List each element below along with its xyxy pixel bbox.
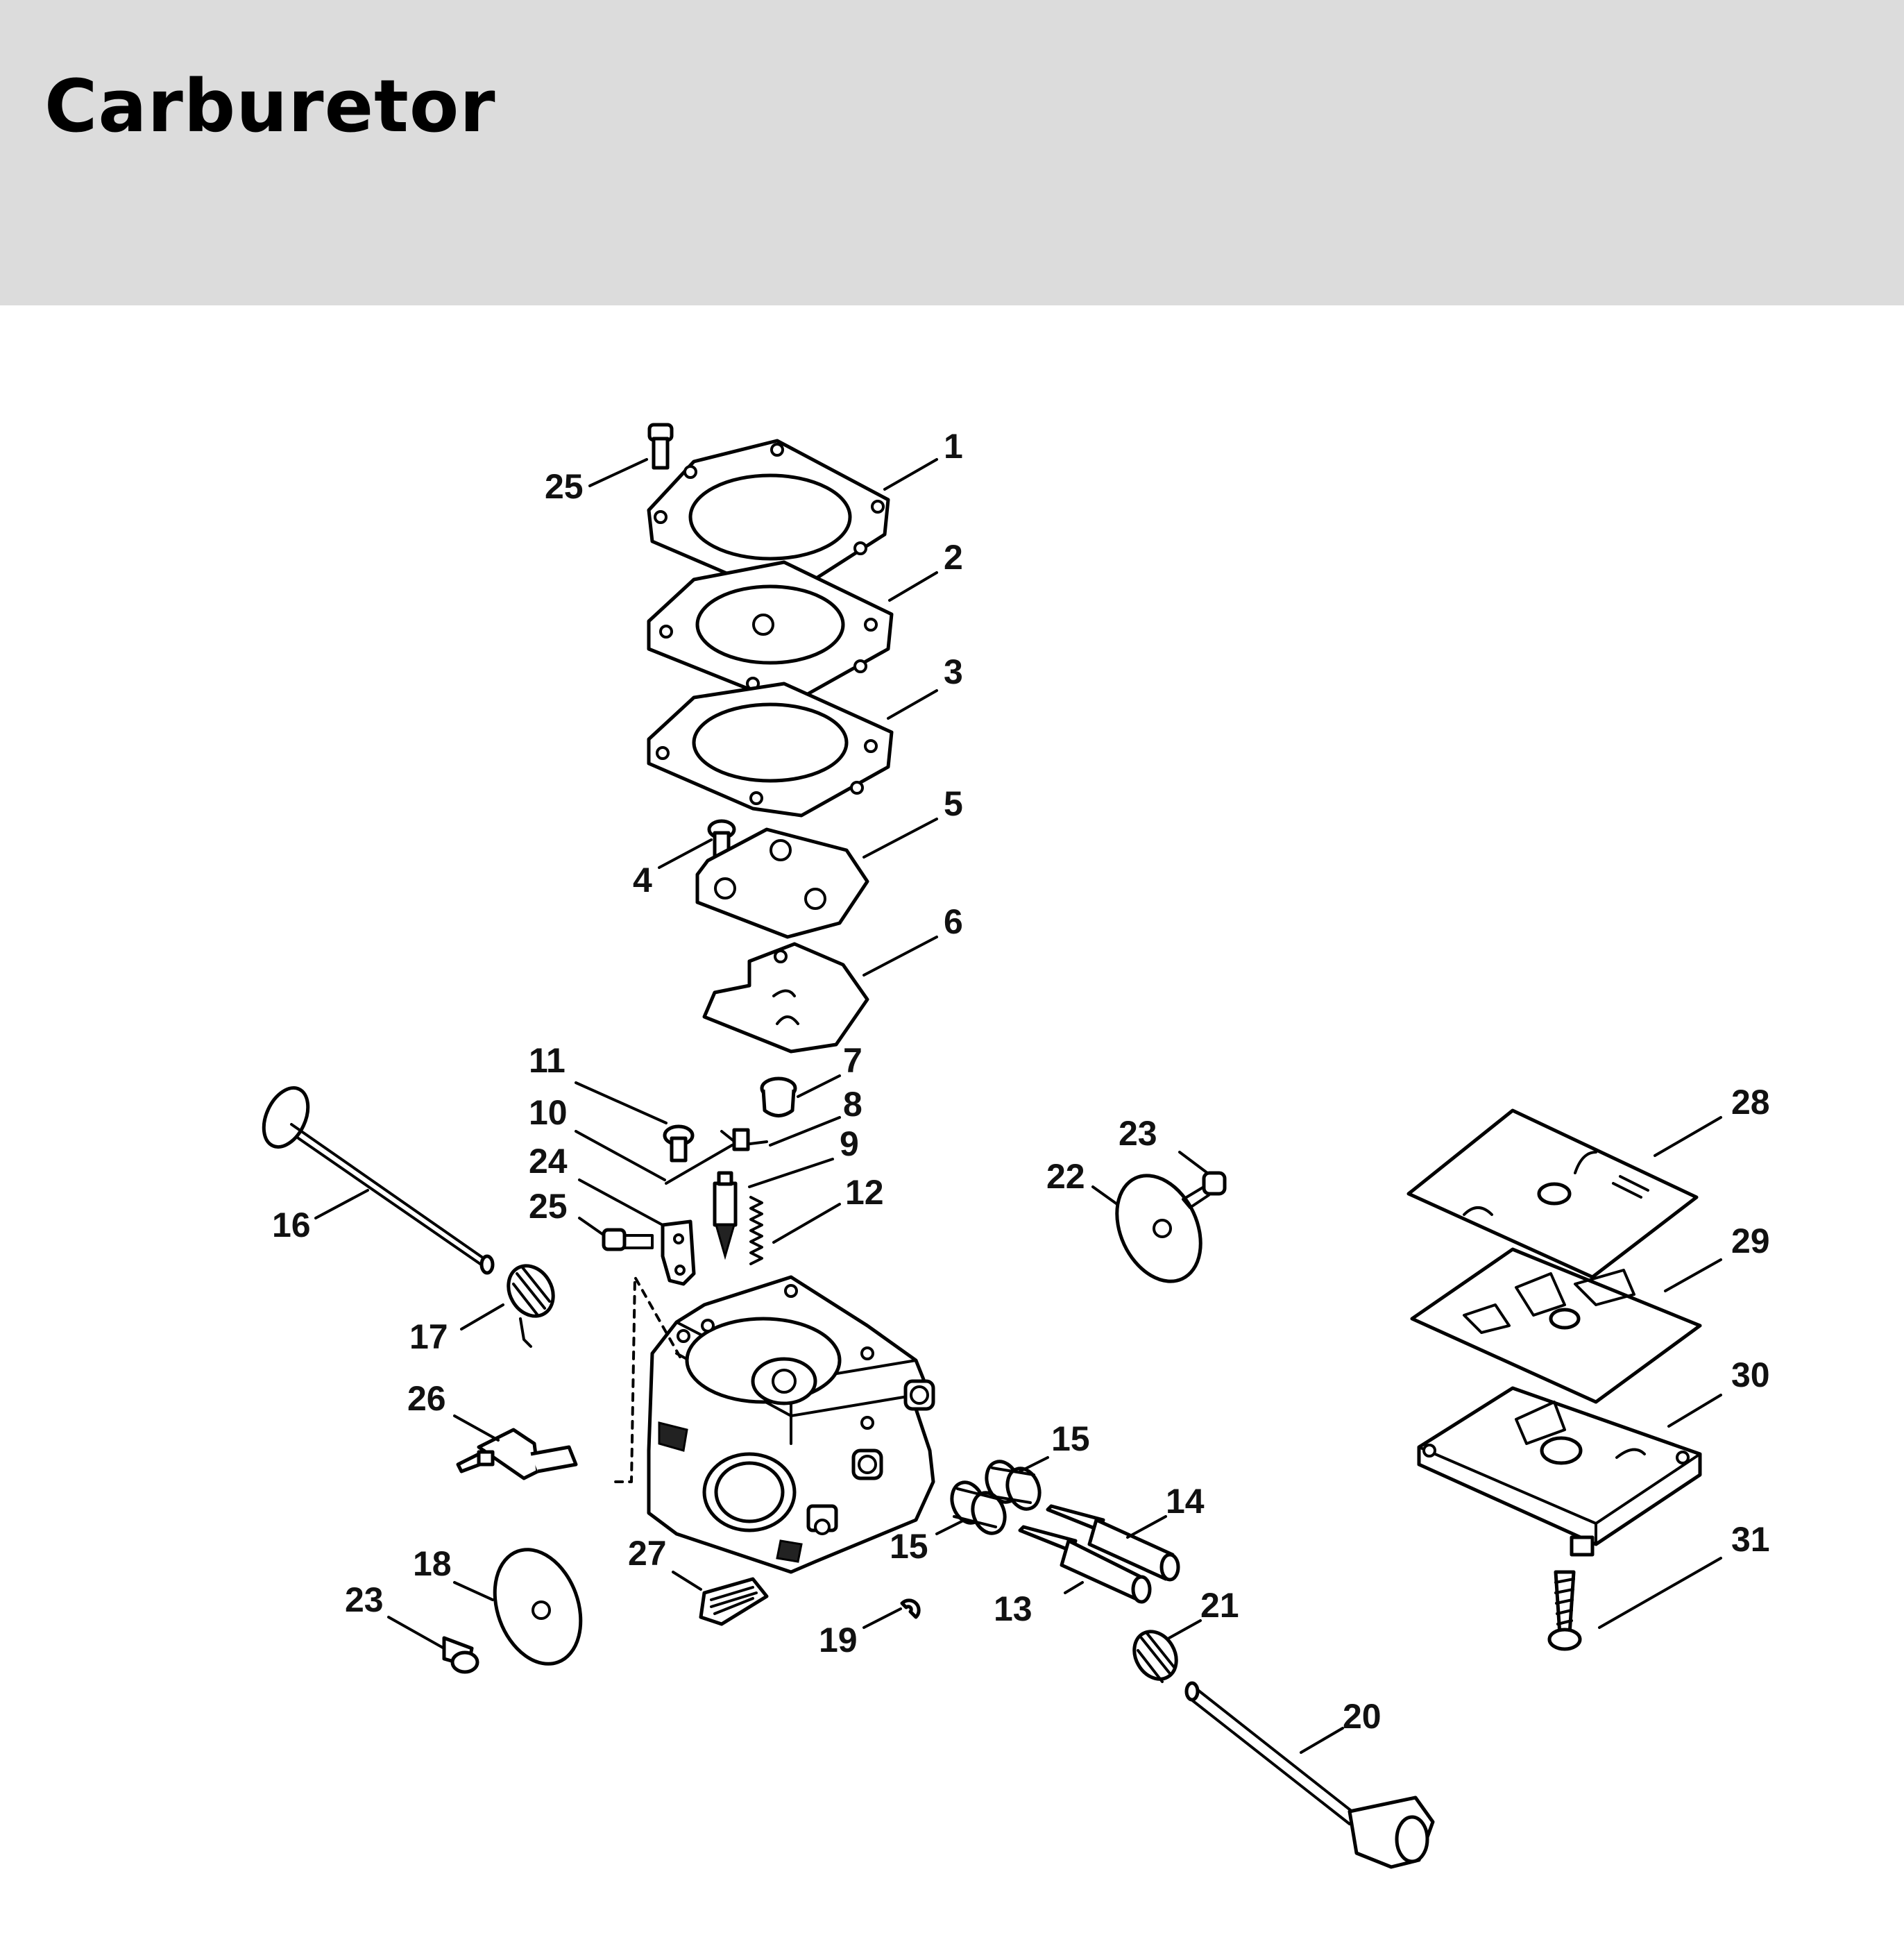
label-part-10: 10	[529, 1093, 568, 1132]
part-6-plate	[702, 942, 869, 1054]
label-part-26: 26	[407, 1379, 446, 1418]
label-part-15a: 15	[1051, 1419, 1090, 1458]
part-23-screw-upper	[1182, 1171, 1227, 1209]
part-23-screw-lower	[442, 1636, 479, 1674]
label-part-20: 20	[1343, 1697, 1382, 1736]
label-part-7: 7	[843, 1041, 862, 1080]
part-9-inlet-needle	[713, 1171, 738, 1260]
label-part-9: 9	[840, 1124, 859, 1163]
part-26-fitting	[456, 1428, 578, 1480]
part-7-cap	[760, 1076, 797, 1117]
label-part-8: 8	[843, 1085, 862, 1124]
label-part-25a: 25	[545, 467, 584, 506]
part-5-plate	[695, 827, 869, 939]
label-part-28: 28	[1731, 1083, 1770, 1122]
label-part-31: 31	[1731, 1520, 1770, 1559]
label-part-11: 11	[529, 1041, 566, 1080]
label-part-23a: 23	[1119, 1114, 1157, 1153]
label-part-3: 3	[944, 652, 963, 691]
part-12-spring	[749, 1196, 763, 1265]
part-14-adjusting-screw	[1046, 1504, 1180, 1582]
part-13-adjusting-screw	[1018, 1525, 1152, 1604]
label-part-27: 27	[628, 1534, 667, 1573]
part-27-screen	[699, 1577, 769, 1626]
label-part-15b: 15	[890, 1527, 928, 1566]
label-part-2: 2	[944, 538, 963, 577]
label-part-24: 24	[529, 1142, 568, 1181]
part-8-lever	[720, 1128, 768, 1151]
part-25-screw-mid	[602, 1228, 654, 1251]
part-31-screw	[1547, 1570, 1582, 1651]
label-part-21: 21	[1200, 1586, 1239, 1625]
label-part-19: 19	[819, 1621, 858, 1659]
part-4-screw	[707, 819, 736, 859]
part-10-pin	[665, 1144, 733, 1185]
label-part-6: 6	[944, 902, 963, 941]
label-part-17: 17	[409, 1317, 448, 1356]
part-21-spring	[1132, 1630, 1178, 1683]
part-29-gasket	[1410, 1247, 1702, 1404]
label-part-1: 1	[944, 427, 963, 466]
part-24-clip	[661, 1219, 696, 1286]
carburetor-body	[647, 1275, 935, 1574]
leader-lines	[314, 458, 1722, 1754]
label-part-5: 5	[944, 784, 963, 823]
part-11-screw	[663, 1124, 695, 1163]
label-part-16: 16	[272, 1206, 311, 1244]
part-22-choke-plate	[1115, 1174, 1202, 1283]
part-15-spring-upper	[985, 1460, 1042, 1511]
part-3-gasket	[647, 682, 894, 818]
label-part-4: 4	[633, 861, 652, 899]
label-part-22: 22	[1046, 1157, 1085, 1196]
page-title: Carburetor	[44, 64, 496, 149]
label-part-30: 30	[1731, 1355, 1770, 1394]
part-20-choke-shaft	[1184, 1681, 1435, 1869]
label-part-18: 18	[413, 1544, 452, 1583]
alignment-dashed-line	[609, 1276, 681, 1483]
part-labels: 1 2 3 4 5 6 7 8 9 10 11 12 13 14 15 15 1…	[272, 427, 1770, 1736]
header-band: Carburetor	[0, 0, 1904, 305]
label-part-25b: 25	[529, 1187, 568, 1226]
label-part-13: 13	[994, 1589, 1032, 1628]
part-18-throttle-plate	[493, 1548, 583, 1666]
part-25-screw-top	[647, 423, 674, 470]
label-part-12: 12	[845, 1173, 884, 1212]
part-17-torsion-spring	[507, 1264, 555, 1348]
label-part-14: 14	[1166, 1482, 1205, 1521]
part-16-throttle-shaft	[262, 1086, 495, 1275]
label-part-29: 29	[1731, 1222, 1770, 1260]
part-30-cover	[1417, 1386, 1702, 1557]
part-28-gasket	[1406, 1108, 1699, 1279]
part-2-diaphragm	[647, 560, 894, 700]
part-15-spring-lower	[950, 1480, 1007, 1535]
label-part-23b: 23	[345, 1580, 384, 1619]
part-19-e-clip	[900, 1598, 921, 1619]
